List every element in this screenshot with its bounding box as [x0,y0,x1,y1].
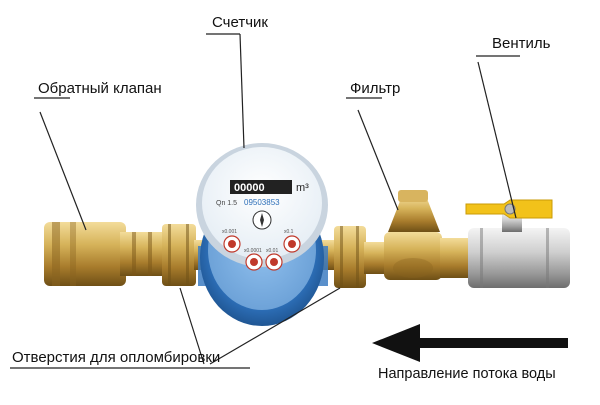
svg-text:x0.001: x0.001 [222,229,237,235]
flow-arrow [372,324,568,362]
filter-label: Фильтр [350,80,401,97]
svg-text:x0.0001: x0.0001 [244,248,262,254]
valve-fitting [440,238,470,278]
svg-text:x0.01: x0.01 [266,248,278,254]
meter-class: Qn 1.5 [216,200,237,207]
meter-unit: m³ [296,182,309,194]
ball-valve [465,199,570,288]
seal-holes-label: Отверстия для опломбировки [12,349,221,366]
flow-direction-label: Направление потока воды [378,366,556,382]
filter [384,190,442,280]
meter-label: Счетчик [212,14,268,31]
svg-text:x0.1: x0.1 [284,229,294,235]
leader-lines [10,33,520,369]
valve-label: Вентиль [492,35,551,52]
pipe-segment [364,242,386,274]
meter-serial: 09503853 [244,198,280,207]
check-valve [44,222,174,286]
check-valve-label: Обратный клапан [38,80,162,97]
meter-dials: x0.001 x0.0001 x0.01 x0.1 [222,229,301,271]
water-meter: 00000 m³ Qn 1.5 09503853 x0.001 x0.0001 … [196,143,328,326]
meter-counter: 00000 [234,182,265,194]
